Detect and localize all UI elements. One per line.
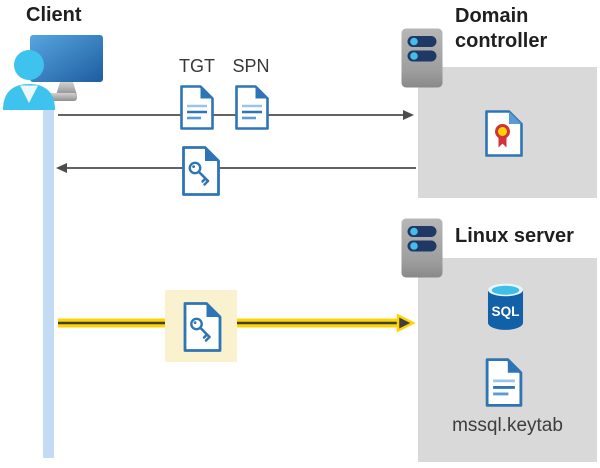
domain-controller-title: Domain controller bbox=[455, 5, 548, 52]
domain-controller-server-icon bbox=[401, 28, 443, 88]
ribbon bbox=[498, 136, 507, 148]
certificate-icon bbox=[485, 110, 523, 157]
keytab-document-icon bbox=[485, 358, 523, 407]
linux-server-icon bbox=[401, 218, 443, 278]
sql-label: SQL bbox=[491, 304, 519, 319]
ticket-response-arrow bbox=[56, 163, 416, 173]
linux-server-title: Linux server bbox=[455, 225, 574, 247]
client-lifeline bbox=[43, 94, 54, 458]
person-icon bbox=[3, 50, 55, 110]
client-icon bbox=[3, 35, 103, 110]
keytab-key-document-icon bbox=[183, 302, 222, 352]
tgt-label: TGT bbox=[179, 56, 215, 76]
spn-ticket-document-icon bbox=[235, 85, 269, 130]
client-title: Client bbox=[26, 4, 82, 26]
keytab-filename-label: mssql.keytab bbox=[452, 415, 563, 436]
sql-database-icon: SQL bbox=[487, 283, 524, 330]
seal bbox=[495, 124, 510, 139]
key-ticket-document-icon bbox=[182, 146, 220, 196]
tgt-ticket-document-icon bbox=[180, 85, 214, 130]
spn-label: SPN bbox=[232, 56, 270, 76]
